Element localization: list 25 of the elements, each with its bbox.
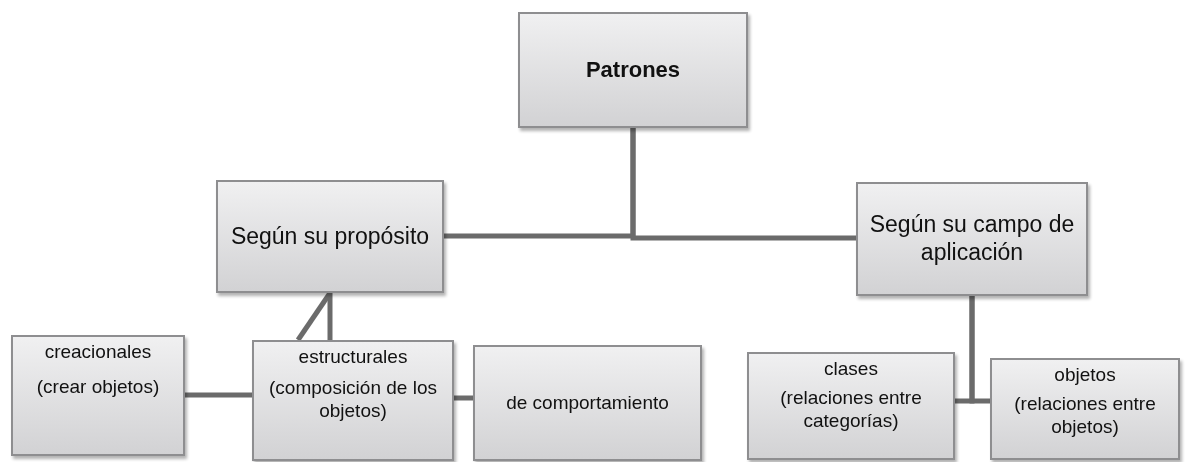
box-text: (relaciones entre objetos): [1013, 392, 1157, 439]
box-text: (relaciones entre categorías): [779, 386, 923, 433]
connector-line: [327, 293, 333, 340]
box-text: objetos: [1054, 364, 1116, 387]
category-box: [473, 345, 702, 461]
category-box: [252, 340, 454, 461]
box-text: Según su campo de aplicación: [868, 211, 1076, 267]
connector-line: [969, 296, 990, 404]
box-text: Según su propósito: [230, 222, 430, 251]
category-box: [216, 180, 444, 293]
box-text: Patrones: [585, 56, 681, 84]
category-box: [990, 358, 1180, 460]
category-box: [11, 335, 185, 456]
connector-line: [630, 128, 856, 241]
box-text: de comportamiento: [506, 391, 669, 415]
category-box: [747, 352, 955, 460]
box-text: creacionales: [44, 341, 152, 364]
category-box: [518, 12, 748, 128]
category-box: [856, 182, 1088, 296]
box-text: clases: [824, 358, 878, 381]
connector-line: [185, 392, 252, 398]
box-text: estructurales: [298, 346, 408, 369]
connector-line: [454, 395, 473, 401]
box-text: (crear objetos): [36, 375, 160, 399]
box-text: (composición de los objetos): [268, 376, 438, 423]
